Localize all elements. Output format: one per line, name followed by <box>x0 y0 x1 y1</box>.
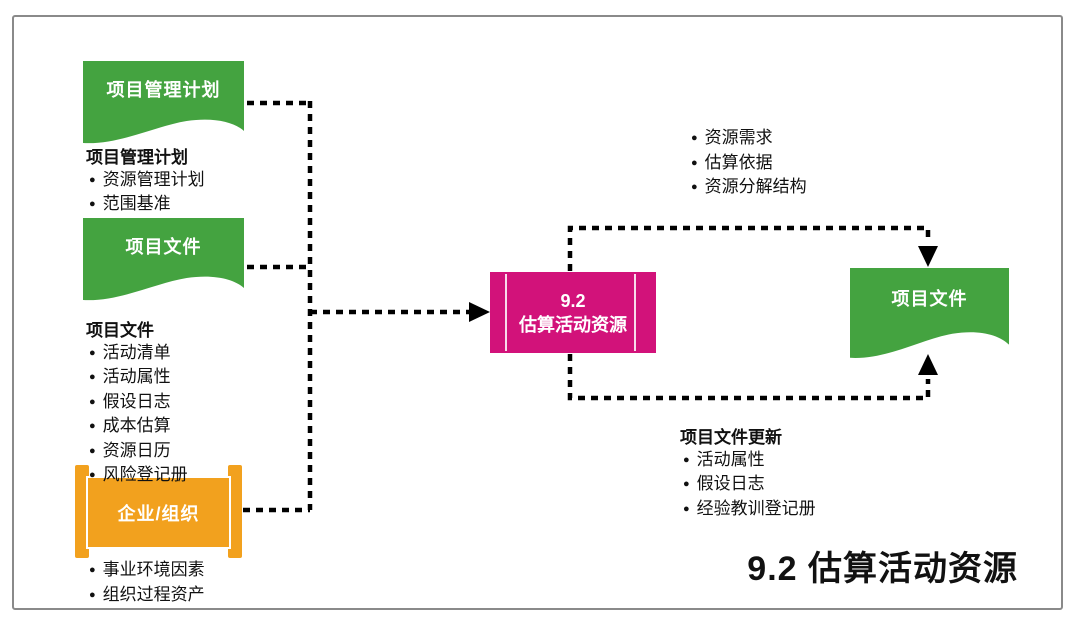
flag-project-docs-input: 项目文件 <box>83 218 244 302</box>
document-shape-icon <box>83 218 244 301</box>
document-shape-icon <box>850 268 1009 358</box>
list-item: 活动属性 <box>86 366 188 391</box>
input-list-project-docs: 项目文件 活动清单 活动属性 假设日志 成本估算 资源日历 风险登记册 <box>86 320 188 489</box>
list-item: 活动属性 <box>680 449 816 474</box>
flag-project-docs-input-label: 项目文件 <box>125 236 202 257</box>
list-item: 组织过程资产 <box>86 584 205 609</box>
list-item: 假设日志 <box>86 391 188 416</box>
list-item: 资源需求 <box>688 127 807 152</box>
flag-pm-plan: 项目管理计划 <box>83 61 244 145</box>
list-item: 成本估算 <box>86 415 188 440</box>
list-item: 活动清单 <box>86 342 188 367</box>
list-item: 估算依据 <box>688 152 807 177</box>
input-list-pm-plan: 项目管理计划 资源管理计划 范围基准 <box>86 147 205 218</box>
diagram-title: 9.2 估算活动资源 <box>747 550 1018 588</box>
list-item: 资源管理计划 <box>86 169 205 194</box>
list-item: 资源日历 <box>86 440 188 465</box>
document-shape-icon <box>83 61 244 144</box>
list-item: 风险登记册 <box>86 464 188 489</box>
list-title: 项目文件 <box>86 321 154 340</box>
process-name: 估算活动资源 <box>519 314 627 335</box>
list-item: 假设日志 <box>680 473 816 498</box>
list-item: 资源分解结构 <box>688 176 807 201</box>
page-frame <box>12 15 1063 610</box>
process-box-side-line <box>505 274 507 351</box>
flag-pm-plan-label: 项目管理计划 <box>106 79 221 100</box>
list-item: 范围基准 <box>86 193 205 218</box>
output-list: 资源需求 估算依据 资源分解结构 <box>688 127 807 201</box>
flag-project-docs-output: 项目文件 <box>850 268 1009 360</box>
list-item: 事业环境因素 <box>86 559 205 584</box>
scroll-bar-icon <box>228 465 242 558</box>
input-list-enterprise-org: 事业环境因素 组织过程资产 <box>86 559 205 608</box>
list-title: 项目管理计划 <box>86 148 188 167</box>
process-box-estimate-activity-resources: 9.2 估算活动资源 <box>490 272 656 353</box>
list-item: 经验教训登记册 <box>680 498 816 523</box>
process-box-side-line <box>634 274 636 351</box>
list-title: 项目文件更新 <box>680 428 782 447</box>
flag-project-docs-output-label: 项目文件 <box>891 289 968 310</box>
process-code: 9.2 <box>560 290 586 311</box>
output-list-updates: 项目文件更新 活动属性 假设日志 经验教训登记册 <box>680 427 816 522</box>
